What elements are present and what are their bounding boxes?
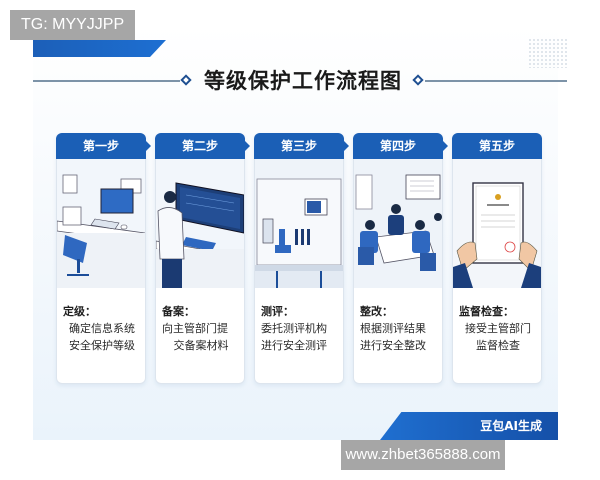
step-header: 第三步 — [254, 133, 349, 159]
step-desc-line: 根据测评结果 — [360, 322, 426, 335]
step-header: 第一步 — [56, 133, 151, 159]
step-header: 第二步 — [155, 133, 250, 159]
ai-generated-badge: 豆包AI生成 — [480, 419, 542, 433]
step-label: 测评： — [261, 305, 294, 318]
step-text: 备案： 向主管部门提 交备案材料 — [162, 304, 240, 354]
step-desc-line: 委托测评机构 — [261, 322, 327, 335]
arrow-notch-icon — [245, 141, 250, 151]
step-label: 定级： — [63, 305, 96, 318]
watermark-top-left: TG: MYYJJPP — [10, 10, 135, 40]
step-desc-line: 监督检查 — [476, 339, 520, 352]
step-header: 第五步 — [452, 133, 542, 159]
step-header: 第四步 — [353, 133, 448, 159]
person-at-computer-illustration — [156, 159, 244, 288]
arrow-notch-icon — [146, 141, 151, 151]
certificate-in-hands-illustration — [453, 159, 541, 288]
step-text: 定级： 确定信息系统 安全保护等级 — [63, 304, 141, 354]
step-card-4: 第四步 整改： 根据测评结果 进行安全整改 — [353, 133, 448, 384]
step-card-5: 第五步 监督检查： 接受主管部门 监督检查 — [452, 133, 542, 384]
meeting-room-illustration — [354, 159, 442, 288]
title-line-right — [425, 80, 567, 82]
watermark-bottom-right: www.zhbet365888.com — [341, 440, 505, 470]
step-desc-line: 进行安全测评 — [261, 339, 327, 352]
step-text: 测评： 委托测评机构 进行安全测评 — [261, 304, 339, 354]
step-text: 监督检查： 接受主管部门 监督检查 — [459, 304, 537, 354]
top-decorative-ribbon — [33, 40, 166, 57]
arrow-notch-icon — [443, 141, 448, 151]
arrow-notch-icon — [344, 141, 349, 151]
lab-equipment-illustration — [255, 159, 343, 288]
step-label: 备案： — [162, 305, 195, 318]
step-label: 整改： — [360, 305, 393, 318]
page-title: 等级保护工作流程图 — [204, 69, 402, 93]
step-card-2: 第二步 备案： 向主管部门提 交备案材料 — [155, 133, 250, 384]
step-desc-line: 向主管部门提 — [162, 322, 228, 335]
ai-generated-ribbon: 豆包AI生成 — [380, 412, 558, 440]
step-label: 监督检查： — [459, 305, 514, 318]
step-desc-line: 进行安全整改 — [360, 339, 426, 352]
title-line-left — [33, 80, 180, 82]
step-card-3: 第三步 测评： 委托测评机构 进行安全测评 — [254, 133, 349, 384]
step-desc-line: 安全保护等级 — [69, 339, 135, 352]
step-desc-line: 交备案材料 — [173, 339, 229, 352]
diamond-icon — [180, 74, 192, 86]
step-card-1: 第一步 定级： 确定信息系统 安全保护等级 — [56, 133, 151, 384]
diamond-icon — [412, 74, 424, 86]
dot-pattern-decoration — [528, 38, 568, 68]
step-desc-line: 确定信息系统 — [69, 322, 135, 335]
step-text: 整改： 根据测评结果 进行安全整改 — [360, 304, 438, 354]
title-row: 等级保护工作流程图 — [33, 66, 567, 96]
step-desc-line: 接受主管部门 — [465, 322, 531, 335]
office-desk-illustration — [57, 159, 145, 288]
